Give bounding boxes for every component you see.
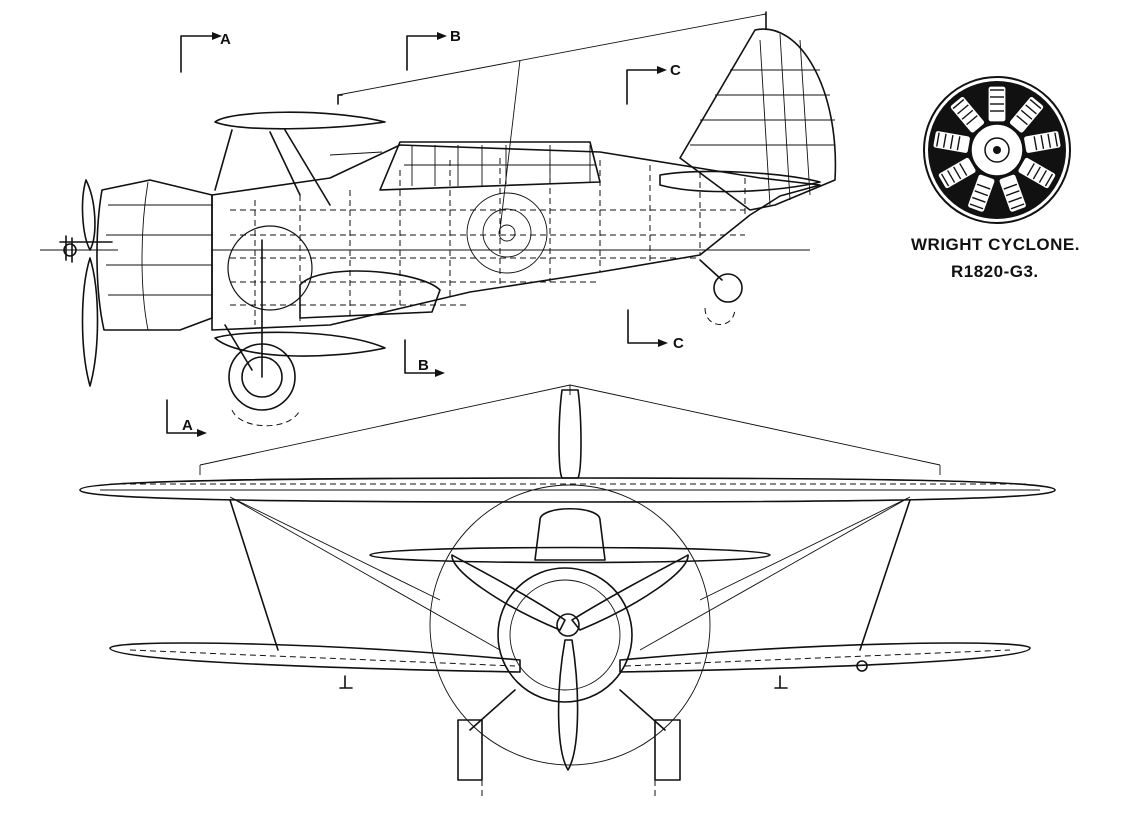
cylinder-fin <box>1005 190 1020 197</box>
tail-wheel <box>699 259 743 325</box>
section-marker-b-bottom: B <box>404 339 445 377</box>
engine-caption-line2: R1820-G3. <box>951 262 1039 281</box>
section-label-a-bottom: A <box>182 417 193 434</box>
cylinder-fin <box>940 173 950 187</box>
cylinder-fin <box>961 109 974 120</box>
cylinder-fin <box>942 133 947 148</box>
engine-cowling <box>96 179 213 331</box>
cylinder-fin <box>1020 109 1033 120</box>
cylinder-fin <box>969 203 984 210</box>
cylinder-fin <box>1054 132 1058 147</box>
front-center-wing <box>369 546 771 564</box>
cylinder-fin <box>946 170 956 183</box>
cylinder-fin <box>1026 163 1035 176</box>
section-marker-a-top: A <box>180 31 231 73</box>
cylinder-fin <box>966 115 978 126</box>
engine-caption-line1: WRIGHT CYCLONE. <box>911 235 1080 254</box>
section-marker-c-bottom: C <box>627 309 684 352</box>
cylinder-fin <box>949 134 954 150</box>
cylinder-fin <box>1010 203 1025 210</box>
section-label-a-top: A <box>220 31 231 48</box>
section-marker-c-top: C <box>626 62 681 105</box>
side-propeller <box>40 179 118 387</box>
cylinder-fin <box>953 166 962 180</box>
side-upper-wing <box>214 94 386 206</box>
front-cowling <box>497 507 633 703</box>
front-upper-wing <box>79 477 1056 503</box>
engine-caption: WRIGHT CYCLONE. R1820-G3. <box>911 235 1080 281</box>
canopy <box>329 141 601 191</box>
cylinder-fin <box>1029 99 1042 110</box>
cylinder-fin <box>1044 173 1054 187</box>
cylinder-fin <box>957 104 969 115</box>
cylinder-fin <box>1008 196 1022 203</box>
side-landing-gear <box>224 225 313 427</box>
cylinder-fin <box>972 196 986 203</box>
cylinder-fin <box>1038 170 1048 183</box>
front-view <box>79 384 1056 800</box>
side-view <box>40 11 837 427</box>
front-rigging <box>199 384 941 651</box>
section-label-b-bottom: B <box>418 357 429 374</box>
tail <box>659 11 837 211</box>
antenna-wire <box>337 13 767 231</box>
cylinder-fin <box>959 163 968 176</box>
cylinder-fin <box>1040 134 1045 150</box>
section-marker-a-bottom: A <box>166 399 207 437</box>
cylinder-fin <box>1033 136 1038 151</box>
section-label-c-bottom: C <box>673 335 684 352</box>
cylinder-fin <box>974 190 989 197</box>
cylinder-fin <box>1025 104 1037 115</box>
front-landing-gear <box>457 689 681 800</box>
cylinder-fin <box>952 99 965 110</box>
engine-front-view <box>923 76 1071 224</box>
front-lower-wing <box>109 642 1031 673</box>
fuselage <box>211 144 821 331</box>
cylinder-fin <box>976 183 991 190</box>
cylinder-fin <box>956 136 961 151</box>
front-struts <box>229 499 911 651</box>
section-label-c-top: C <box>670 62 681 79</box>
underwing-fittings <box>339 675 788 689</box>
prop-disc <box>429 484 711 766</box>
cylinder-fin <box>1032 166 1041 180</box>
front-fin <box>558 389 582 479</box>
section-marker-b-top: B <box>406 28 461 71</box>
wingtip-light <box>856 660 868 672</box>
front-propeller <box>451 554 689 771</box>
cylinder-fin <box>1003 183 1018 190</box>
side-roundel <box>466 192 548 274</box>
cylinder-fin <box>1047 133 1052 148</box>
section-label-b-top: B <box>450 28 461 45</box>
cylinder-fin <box>936 132 940 147</box>
cylinder-fin <box>1016 115 1028 126</box>
side-lower-wing <box>214 270 441 357</box>
